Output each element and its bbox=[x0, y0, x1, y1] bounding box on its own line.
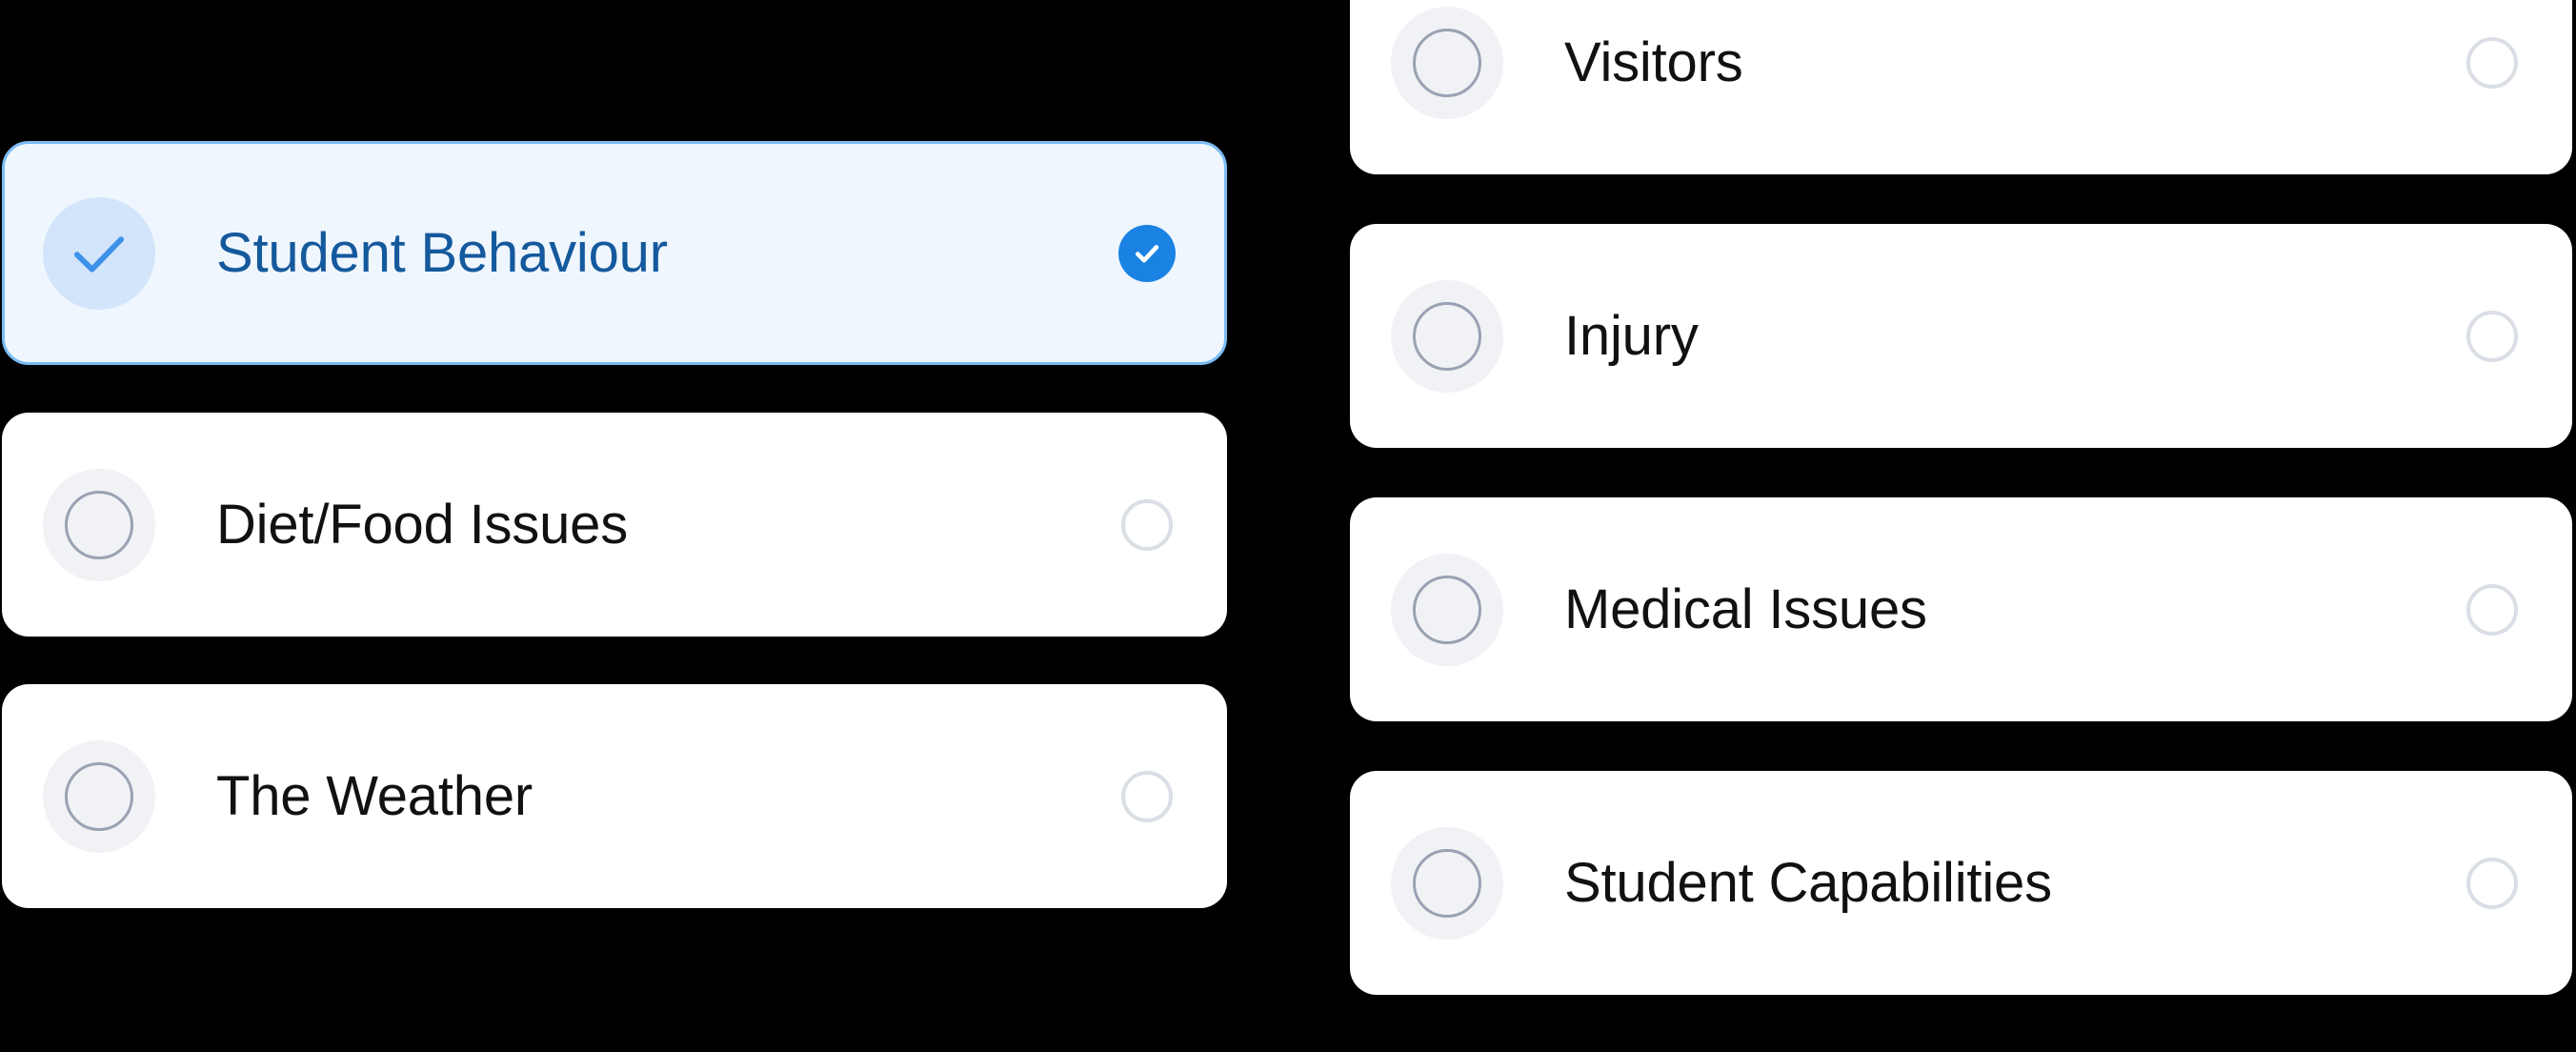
option-label: Medical Issues bbox=[1564, 577, 1927, 640]
option-label: Student Behaviour bbox=[216, 221, 668, 284]
circle-outline-icon bbox=[65, 761, 133, 831]
circle-outline-icon bbox=[1413, 28, 1481, 97]
option-bubble bbox=[1391, 279, 1503, 393]
option-card-medical-issues[interactable]: Medical Issues bbox=[1350, 497, 2572, 721]
option-bubble bbox=[1391, 553, 1503, 666]
radio-unchecked-icon[interactable] bbox=[1121, 498, 1173, 551]
option-card-the-weather[interactable]: The Weather bbox=[2, 684, 1227, 908]
circle-outline-icon bbox=[1413, 301, 1481, 371]
option-label: Injury bbox=[1564, 304, 1699, 367]
check-icon bbox=[73, 235, 125, 273]
radio-unchecked-icon[interactable] bbox=[2466, 583, 2518, 636]
option-label: Student Capabilities bbox=[1564, 851, 2052, 914]
option-bubble bbox=[43, 196, 155, 310]
option-label: Visitors bbox=[1564, 30, 1743, 93]
radio-unchecked-icon[interactable] bbox=[2466, 857, 2518, 909]
option-bubble bbox=[43, 468, 155, 581]
radio-unchecked-icon[interactable] bbox=[2466, 36, 2518, 89]
option-bubble bbox=[43, 739, 155, 853]
radio-unchecked-icon[interactable] bbox=[2466, 310, 2518, 362]
circle-outline-icon bbox=[1413, 575, 1481, 644]
option-card-student-capabilities[interactable]: Student Capabilities bbox=[1350, 771, 2572, 995]
option-card-student-behaviour[interactable]: Student Behaviour bbox=[2, 141, 1227, 365]
option-label: The Weather bbox=[216, 764, 533, 827]
circle-outline-icon bbox=[1413, 848, 1481, 918]
option-bubble bbox=[1391, 6, 1503, 119]
option-bubble bbox=[1391, 826, 1503, 940]
circle-outline-icon bbox=[65, 490, 133, 559]
option-label: Diet/Food Issues bbox=[216, 493, 628, 556]
radio-unchecked-icon[interactable] bbox=[1121, 770, 1173, 822]
option-card-injury[interactable]: Injury bbox=[1350, 224, 2572, 448]
check-circle-filled-icon[interactable] bbox=[1118, 224, 1176, 282]
option-card-diet-food-issues[interactable]: Diet/Food Issues bbox=[2, 413, 1227, 637]
option-card-visitors[interactable]: Visitors bbox=[1350, 0, 2572, 174]
